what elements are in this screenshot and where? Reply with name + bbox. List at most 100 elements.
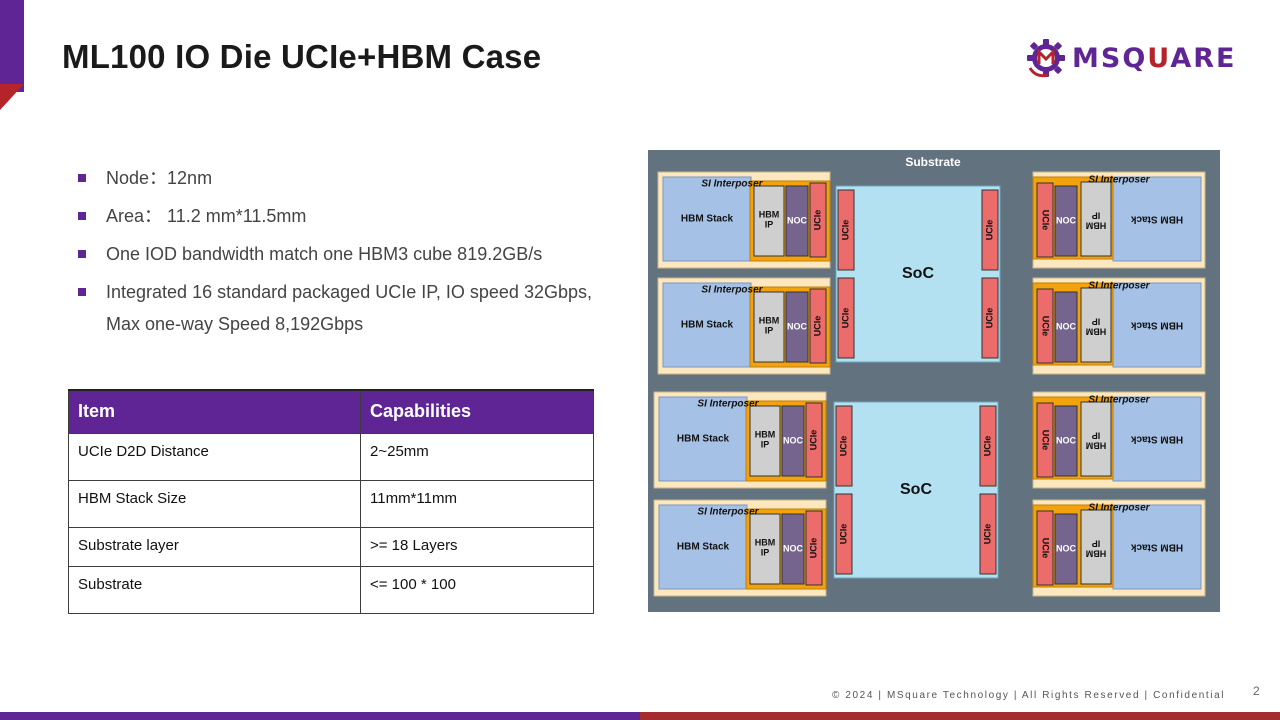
noc-block	[1054, 185, 1078, 257]
noc-label: NOC	[1056, 215, 1077, 225]
noc-label: NOC	[783, 543, 804, 553]
interposer-label: SI Interposer	[1088, 281, 1150, 292]
table-cell-item: UCIe D2D Distance	[68, 432, 361, 481]
hbm-ip	[1080, 509, 1112, 585]
corner-accent-purple	[0, 0, 24, 92]
ucie-block	[1036, 182, 1054, 258]
feature-bullet-list: Node：12nm Area： 11.2 mm*11.5mm One IOD b…	[76, 162, 616, 346]
hbm-ip-label: HBM	[755, 537, 776, 547]
ucie-block	[835, 493, 853, 575]
ucie-label: UCIe	[982, 436, 992, 457]
hbm-ip-label: IP	[761, 439, 770, 449]
ucie-label: UCIe	[808, 430, 818, 451]
footer-bar-red	[640, 712, 1280, 720]
noc-block	[1054, 405, 1078, 477]
ucie-block	[1036, 402, 1054, 478]
hbm-ip-label: IP	[1092, 431, 1101, 441]
noc-block	[1054, 513, 1078, 585]
table-header-row: Item Capabilities	[68, 389, 594, 434]
ucie-label: UCIe	[840, 220, 850, 241]
hbm-ip-label: IP	[1092, 211, 1101, 221]
noc-label: NOC	[1056, 435, 1077, 445]
ucie-block	[981, 277, 999, 359]
table-row: UCIe D2D Distance 2~25mm	[68, 432, 594, 481]
hbm-ip-label: IP	[761, 547, 770, 557]
hbm-stack	[1112, 504, 1202, 590]
hbm-stack	[658, 504, 748, 590]
bullet-square-icon	[78, 174, 86, 182]
ucie-block	[837, 277, 855, 359]
hbm-ip	[1080, 287, 1112, 363]
hbm-stack	[1112, 396, 1202, 482]
hbm-ip	[1080, 181, 1112, 257]
ucie-block	[979, 493, 997, 575]
substrate-label: Substrate	[905, 155, 961, 169]
hbm-ip	[1080, 401, 1112, 477]
hbm-stack	[662, 176, 752, 262]
table-row: Substrate <= 100 * 100	[68, 565, 594, 614]
interposer-label: SI Interposer	[697, 507, 759, 518]
interposer-label: SI Interposer	[701, 179, 763, 190]
table-cell-value: >= 18 Layers	[360, 526, 594, 567]
table-row: Substrate layer >= 18 Layers	[68, 526, 594, 567]
footer-copyright: © 2024 | MSquare Technology | All Rights…	[832, 690, 1226, 701]
soc-die	[833, 401, 999, 579]
noc-block	[785, 291, 809, 363]
noc-block	[781, 513, 805, 585]
hbm-ip-label: HBM	[1086, 549, 1107, 559]
hbm-ip-label: HBM	[1086, 441, 1107, 451]
msquare-logo: MSQUARE	[1026, 38, 1248, 78]
soc-label: SoC	[900, 481, 932, 498]
hbm-stack	[1112, 282, 1202, 368]
ucie-label: UCIe	[840, 308, 850, 329]
ucie-label: UCIe	[808, 538, 818, 559]
capabilities-table: Item Capabilities UCIe D2D Distance 2~25…	[68, 389, 594, 614]
table-row: HBM Stack Size 11mm*11mm	[68, 479, 594, 528]
msquare-gear-icon	[1027, 39, 1065, 78]
ucie-block	[1036, 288, 1054, 364]
ucie-label: UCIe	[812, 316, 822, 337]
hbm-ip-label: HBM	[759, 209, 780, 219]
bullet-square-icon	[78, 250, 86, 258]
header-item: Item	[68, 389, 361, 434]
table-cell-value: 2~25mm	[360, 432, 594, 481]
ucie-label: UCIe	[838, 524, 848, 545]
ucie-label: UCIe	[984, 220, 994, 241]
noc-label: NOC	[1056, 321, 1077, 331]
ucie-block	[979, 405, 997, 487]
hbm-stack-label: HBM Stack	[1130, 433, 1183, 444]
hbm-ip-label: IP	[1092, 317, 1101, 327]
bullet-item: One IOD bandwidth match one HBM3 cube 81…	[76, 238, 616, 270]
bullet-item: Integrated 16 standard packaged UCIe IP,…	[76, 276, 616, 340]
hbm-stack-label: HBM Stack	[681, 320, 734, 331]
soc-die	[835, 185, 1001, 363]
noc-block	[1054, 291, 1078, 363]
hbm-ip-label: HBM	[1086, 221, 1107, 231]
hbm-stack	[658, 396, 748, 482]
ucie-label: UCIe	[984, 308, 994, 329]
ucie-block	[809, 182, 827, 258]
interposer-label: SI Interposer	[1088, 503, 1150, 514]
hbm-ip-label: IP	[765, 325, 774, 335]
slide-title: ML100 IO Die UCIe+HBM Case	[62, 38, 542, 75]
hbm-stack	[1112, 176, 1202, 262]
hbm-stack-label: HBM Stack	[1130, 213, 1183, 224]
hbm-stack	[662, 282, 752, 368]
bullet-item: Area： 11.2 mm*11.5mm	[76, 200, 616, 232]
ucie-label: UCIe	[982, 524, 992, 545]
page-number: 2	[1253, 684, 1260, 698]
footer-bar-purple	[0, 712, 640, 720]
hbm-ip	[749, 405, 781, 477]
hbm-ip-label: HBM	[755, 429, 776, 439]
ucie-block	[837, 189, 855, 271]
bullet-item: Node：12nm	[76, 162, 616, 194]
table-cell-item: HBM Stack Size	[68, 479, 361, 528]
hbm-stack-label: HBM Stack	[677, 542, 730, 553]
interposer-label: SI Interposer	[697, 399, 759, 410]
hbm-stack-label: HBM Stack	[677, 434, 730, 445]
noc-label: NOC	[783, 435, 804, 445]
header-capabilities: Capabilities	[360, 389, 594, 434]
ucie-block	[805, 402, 823, 478]
ucie-block	[805, 510, 823, 586]
